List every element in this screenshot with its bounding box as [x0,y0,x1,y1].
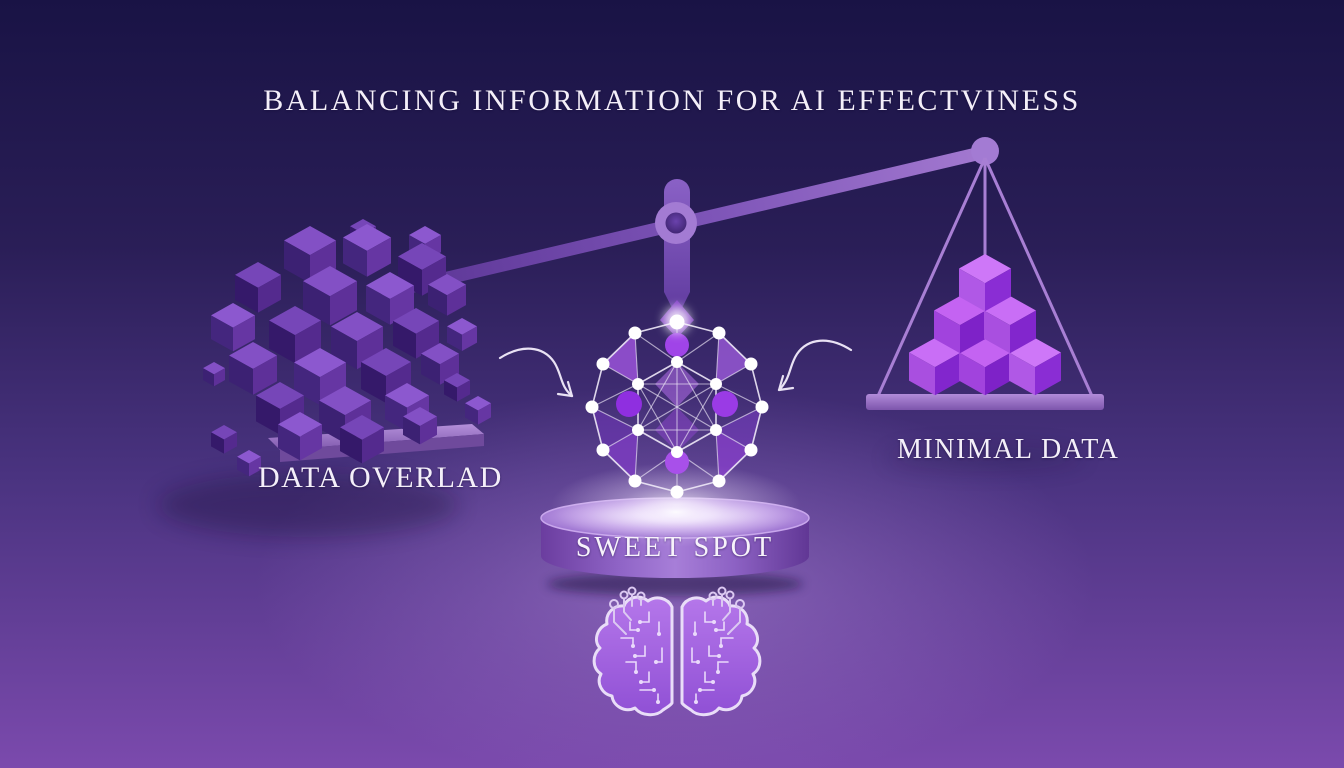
label-data-overload: DATA OVERLAD [258,461,503,494]
page-title: BALANCING INFORMATION FOR AI EFFECTVINES… [263,84,1081,117]
right-scale-pan [866,394,1104,410]
floor-shadows [158,445,1085,596]
cube-pyramid-icon [909,254,1061,396]
network-sphere-icon [585,300,769,499]
pivot-pointer-bar [664,179,690,318]
balance-scale-icon [381,137,1104,410]
label-sweet-spot: SWEET SPOT [575,532,775,563]
curved-arrow-down-right-icon [498,347,574,398]
curved-arrow-down-left-icon [777,339,853,392]
label-minimal-data: MINIMAL DATA [897,434,1120,465]
beam-end-knob [971,137,999,165]
cube-pile-icon [203,219,491,477]
arrows [498,339,853,398]
podium-icon [540,463,810,578]
